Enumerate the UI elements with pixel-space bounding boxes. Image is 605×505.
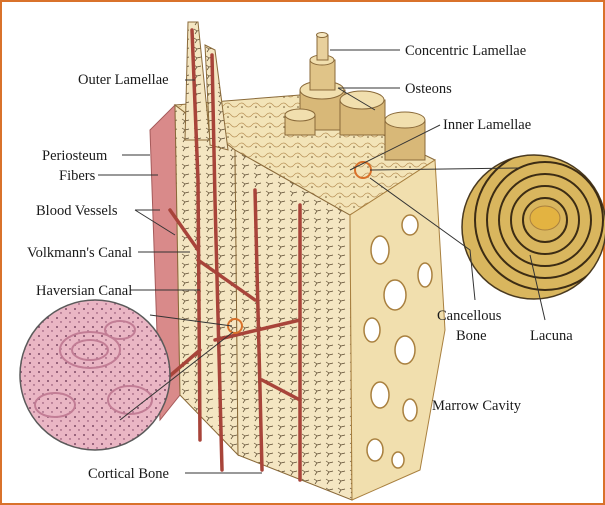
label-haversian-canal: Haversian Canal	[36, 283, 132, 299]
label-inner-lamellae: Inner Lamellae	[443, 117, 531, 133]
histology-inset	[20, 300, 170, 450]
label-blood-vessels: Blood Vessels	[36, 203, 118, 219]
label-volkmanns-canal: Volkmann's Canal	[27, 245, 132, 261]
label-cortical-bone: Cortical Bone	[88, 466, 169, 482]
label-lacuna: Lacuna	[530, 328, 573, 344]
lacuna-inset	[462, 150, 605, 299]
label-concentric-lamellae: Concentric Lamellae	[405, 43, 526, 59]
label-cancellous-line1: Cancellous	[437, 308, 502, 324]
label-marrow-cavity: Marrow Cavity	[432, 398, 522, 414]
label-cancellous-line2: Bone	[456, 328, 487, 344]
bone-block	[150, 22, 445, 500]
label-outer-lamellae: Outer Lamellae	[78, 72, 169, 88]
label-fibers: Fibers	[59, 168, 96, 184]
outer-lamellae-spike	[185, 22, 210, 140]
label-osteons: Osteons	[405, 81, 452, 97]
label-periosteum: Periosteum	[42, 148, 108, 164]
lacuna-center	[530, 206, 560, 230]
